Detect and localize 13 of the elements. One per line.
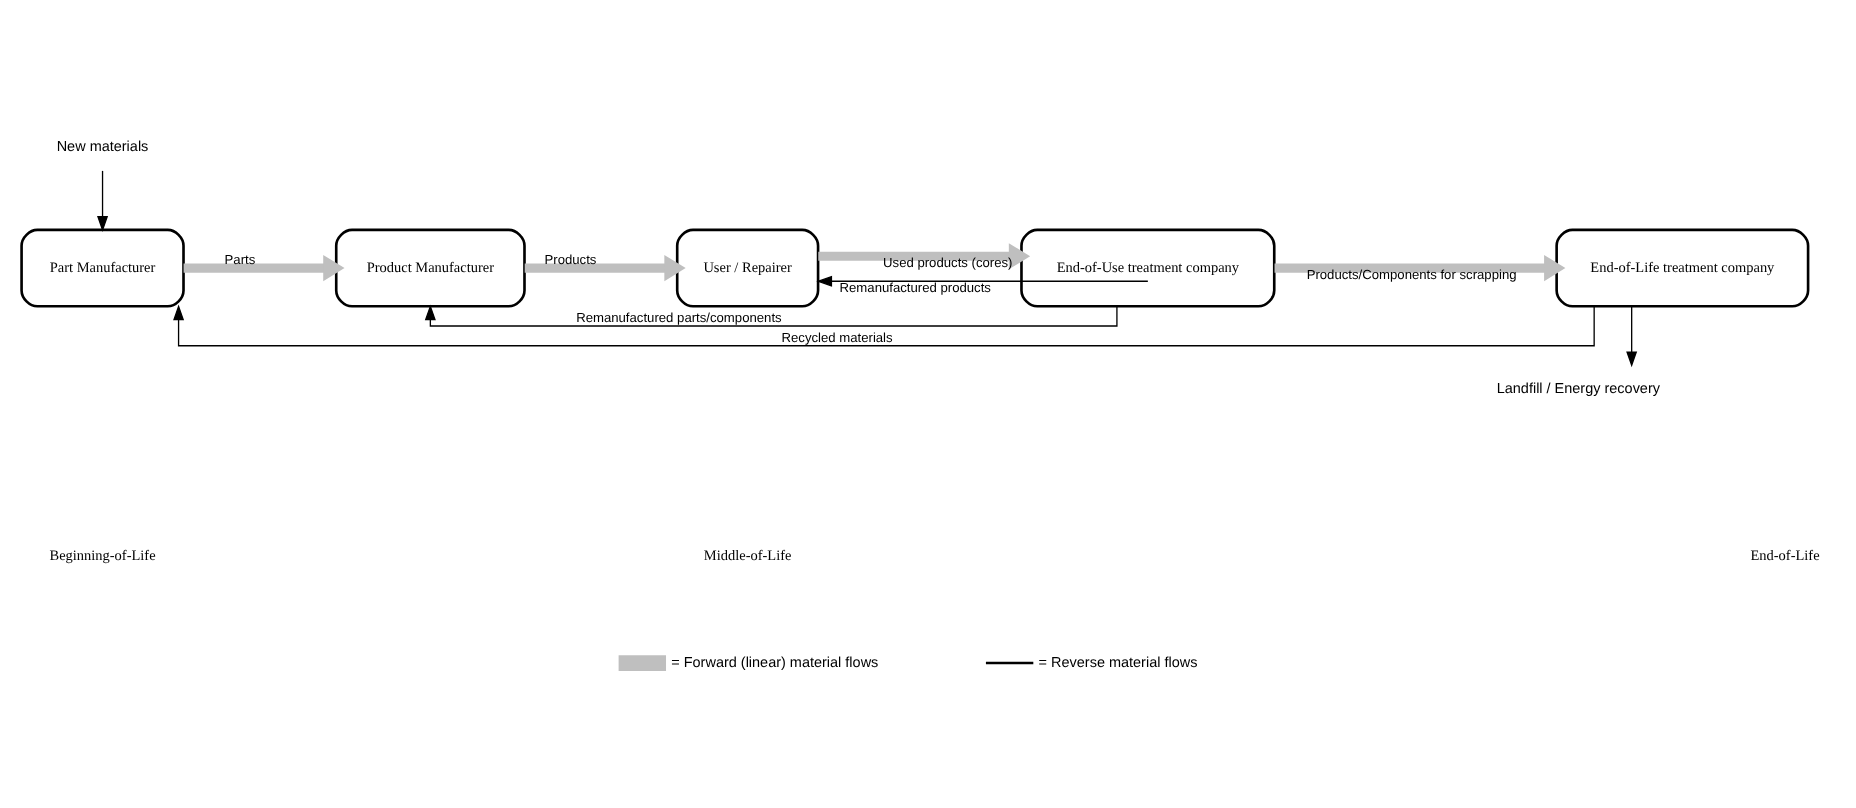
arrow bbox=[1274, 254, 1566, 281]
arrow bbox=[524, 254, 686, 281]
arrow bbox=[97, 169, 109, 231]
arrow bbox=[424, 303, 1118, 326]
legend-label: = Forward (linear) material flows bbox=[671, 651, 879, 670]
arrow bbox=[818, 242, 1031, 269]
legend-label: = Reverse material flows bbox=[1038, 651, 1198, 670]
arrow bbox=[1626, 304, 1638, 367]
arrow bbox=[816, 274, 1149, 286]
node-text: New materials bbox=[56, 135, 149, 154]
arrow bbox=[173, 303, 1595, 346]
node-text: Landfill / Energy recovery bbox=[1496, 377, 1660, 396]
arrow bbox=[183, 254, 345, 281]
